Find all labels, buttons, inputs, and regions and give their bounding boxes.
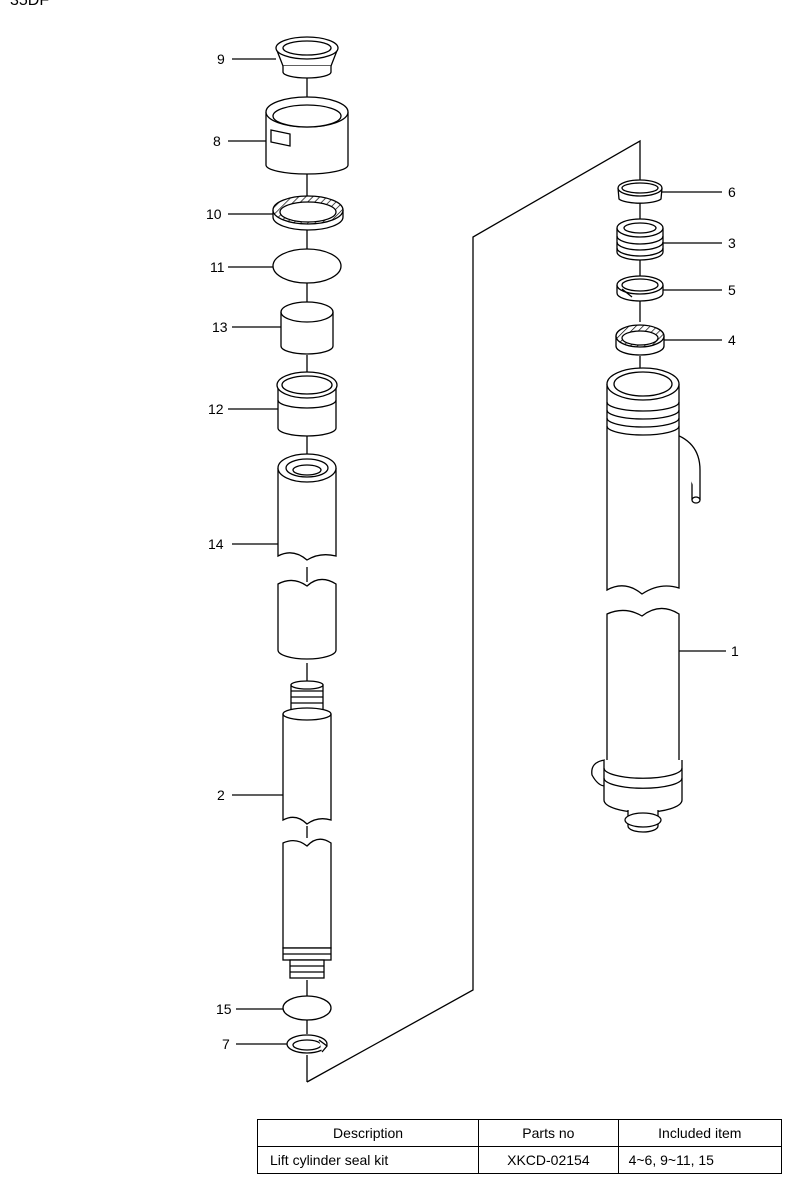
part-9-wiper-ring <box>275 36 339 79</box>
label-part-10: 10 <box>206 206 222 222</box>
header-description: Description <box>256 1119 480 1147</box>
label-part-5: 5 <box>728 282 736 298</box>
part-14-tube-lower <box>277 578 337 660</box>
part-1-cylinder-upper <box>606 367 701 595</box>
cell-parts-no: XKCD-02154 <box>478 1146 619 1174</box>
table-row: Lift cylinder seal kit XKCD-02154 4~6, 9… <box>256 1146 783 1174</box>
part-2-piston-rod <box>282 680 332 979</box>
part-4-piston-seal <box>615 324 665 356</box>
label-part-2: 2 <box>217 787 225 803</box>
label-part-6: 6 <box>728 184 736 200</box>
part-14-tube-upper <box>277 453 337 561</box>
part-12-seal-cup <box>276 371 338 437</box>
header-included-item: Included item <box>617 1119 783 1147</box>
header-parts-no: Parts no <box>478 1119 619 1147</box>
cell-description: Lift cylinder seal kit <box>256 1146 480 1174</box>
cell-included-item: 4~6, 9~11, 15 <box>617 1146 783 1174</box>
corner-model-text: 35DF <box>10 0 50 9</box>
label-part-12: 12 <box>208 401 224 417</box>
table-header-row: Description Parts no Included item <box>256 1119 783 1147</box>
label-part-14: 14 <box>208 536 224 552</box>
label-part-9: 9 <box>217 51 225 67</box>
label-part-4: 4 <box>728 332 736 348</box>
part-6-guide-ring <box>617 179 663 204</box>
label-part-3: 3 <box>728 235 736 251</box>
part-5-wear-ring <box>616 275 664 302</box>
part-11-o-ring <box>272 248 342 284</box>
label-part-8: 8 <box>213 133 221 149</box>
label-part-7: 7 <box>222 1036 230 1052</box>
label-part-11: 11 <box>210 259 225 275</box>
part-1-cylinder-lower <box>591 607 683 833</box>
part-13-bushing <box>280 301 334 355</box>
part-15-o-ring <box>282 995 332 1021</box>
exploded-parts-diagram: 9 8 10 11 13 12 14 2 15 7 6 3 5 4 1 <box>206 36 739 1083</box>
seal-kit-table: Description Parts no Included item Lift … <box>256 1119 783 1174</box>
part-7-snap-ring <box>286 1034 328 1054</box>
label-part-13: 13 <box>212 319 228 335</box>
part-8-gland <box>265 96 349 175</box>
label-part-1: 1 <box>731 643 739 659</box>
assembly-axis-lines <box>306 60 641 1083</box>
part-3-piston <box>616 218 664 261</box>
part-10-packing-ring <box>272 195 344 231</box>
leader-lines <box>228 58 726 1045</box>
label-part-15: 15 <box>216 1001 232 1017</box>
